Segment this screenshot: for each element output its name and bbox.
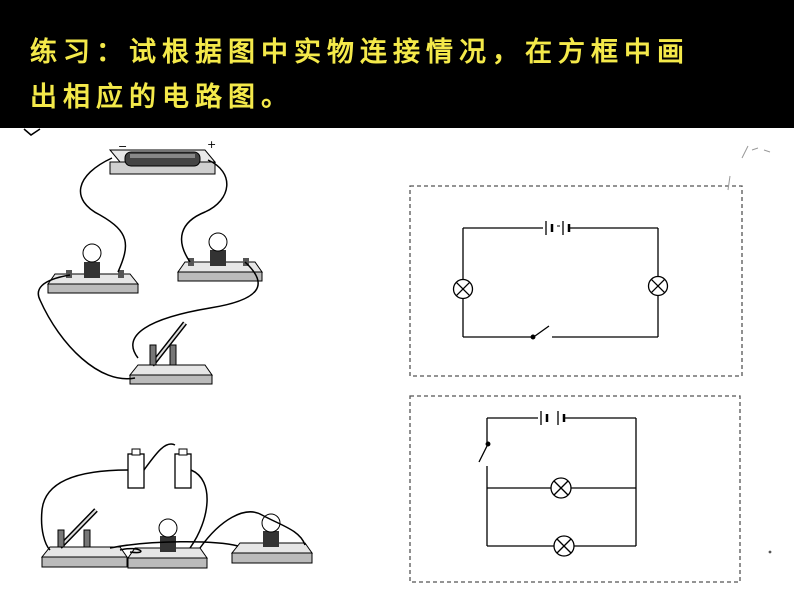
dot-mark — [768, 550, 772, 554]
title-banner: 练习：试根据图中实物连接情况，在方框中画 出相应的电路图。 — [0, 0, 794, 128]
lamp-symbol-right — [647, 275, 669, 297]
lamp-symbol-upper — [550, 477, 572, 499]
switch-pivot — [530, 334, 536, 340]
lamp-board-middle — [127, 518, 208, 569]
switch-board — [128, 321, 213, 385]
answer-box-top — [409, 185, 743, 377]
battery-minus-label: − — [118, 140, 127, 153]
scribble-marks — [727, 145, 771, 191]
lamp-symbol-left — [452, 278, 474, 300]
switch-blade-bottom — [478, 445, 488, 463]
lamp-board-right — [177, 232, 263, 282]
physical-setup-series: − + — [37, 138, 263, 385]
circuit-diagram-series — [452, 221, 669, 340]
battery-box: − + — [108, 138, 216, 175]
battery-plus-label: + — [207, 138, 216, 151]
physical-setup-parallel — [40, 443, 313, 569]
lamp-symbol-lower — [553, 535, 575, 557]
exercise-title-line-2: 出相应的电路图。 — [30, 82, 294, 113]
battery-cells — [127, 448, 192, 489]
lamp-board-left — [47, 243, 140, 294]
switch-board-bottom — [40, 508, 128, 568]
answer-box-bottom — [409, 395, 741, 583]
lamp-board-far-right — [230, 513, 313, 564]
exercise-title-line-1: 练习：试根据图中实物连接情况，在方框中画 — [30, 37, 690, 68]
switch-blade — [534, 325, 550, 337]
corner-mark — [23, 128, 41, 136]
circuit-diagram-parallel — [478, 411, 637, 557]
